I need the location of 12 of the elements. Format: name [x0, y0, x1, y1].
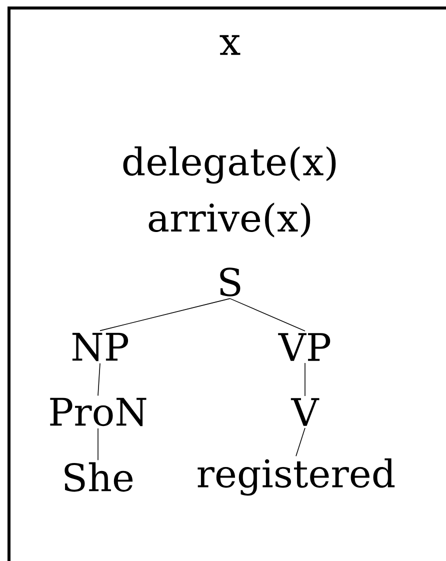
- tree-label: V: [290, 398, 320, 426]
- tree-label: NP: [72, 332, 128, 362]
- tree-label: VP: [278, 333, 330, 361]
- tree-label: She: [64, 462, 133, 492]
- tree-label: S: [220, 268, 240, 296]
- tree-branch: [304, 362, 306, 396]
- tree-branch: [100, 298, 230, 332]
- tree-branch: [230, 298, 306, 332]
- tree-branch: [98, 362, 100, 396]
- tree-label: ProN: [50, 398, 146, 426]
- tree-label: registered: [198, 458, 395, 496]
- tree-branch: [296, 428, 306, 457]
